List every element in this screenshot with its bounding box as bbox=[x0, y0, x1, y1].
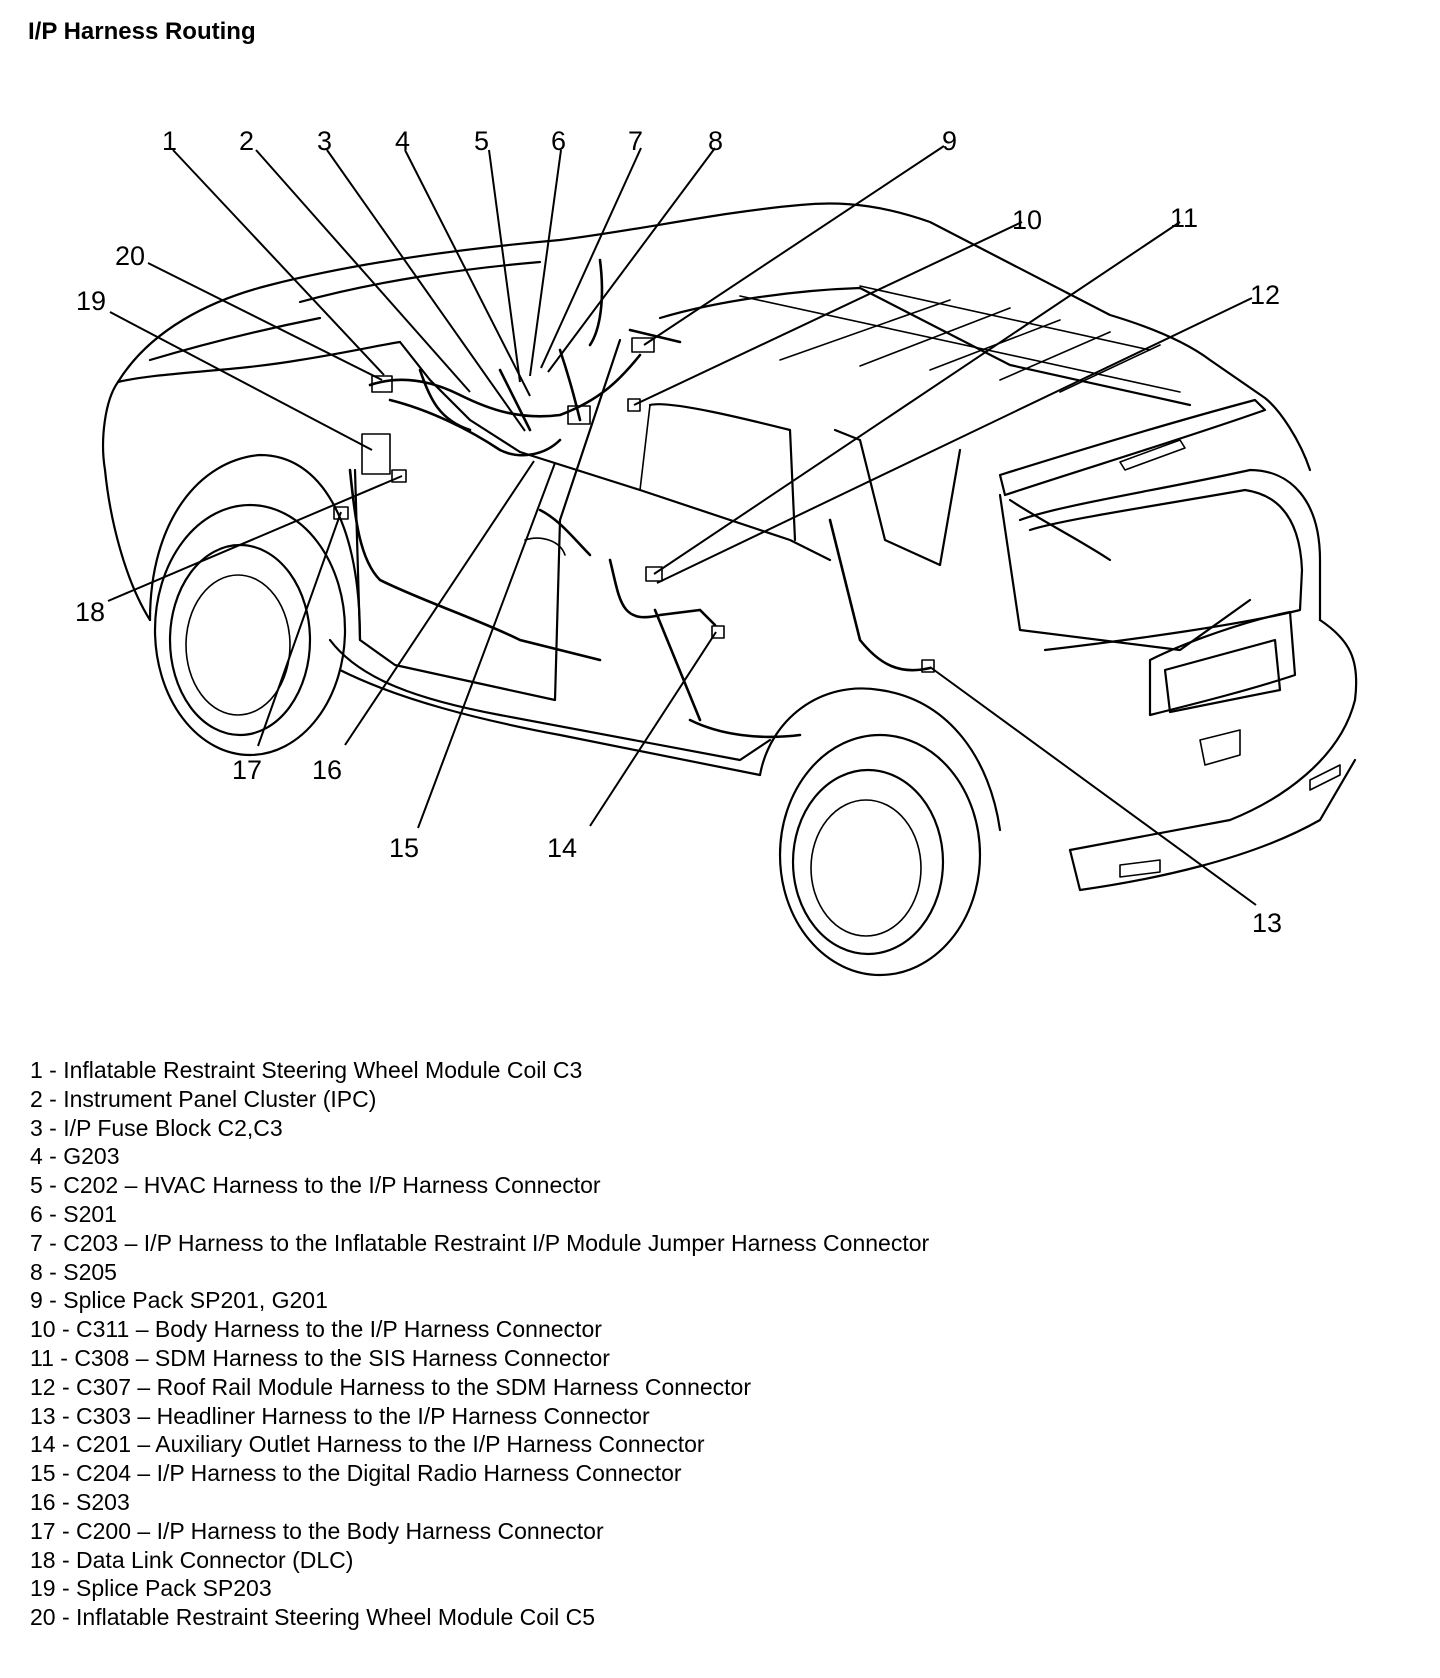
callout-10: 10 bbox=[1012, 205, 1042, 235]
legend-item: 14 - C201 – Auxiliary Outlet Harness to … bbox=[30, 1431, 705, 1458]
callout-18: 18 bbox=[75, 597, 105, 627]
legend-item: 13 - C303 – Headliner Harness to the I/P… bbox=[30, 1402, 650, 1429]
callout-3: 3 bbox=[317, 126, 332, 156]
callout-2: 2 bbox=[239, 126, 254, 156]
legend-item: 7 - C203 – I/P Harness to the Inflatable… bbox=[30, 1229, 930, 1256]
legend-item: 3 - I/P Fuse Block C2,C3 bbox=[30, 1114, 283, 1141]
callout-15: 15 bbox=[389, 833, 419, 863]
callout-14: 14 bbox=[547, 833, 577, 863]
callout-9: 9 bbox=[942, 126, 957, 156]
legend-item: 4 - G203 bbox=[30, 1143, 120, 1170]
harness-routing-diagram: 1 2 3 4 5 6 7 8 9 10 11 12 13 14 15 16 1… bbox=[75, 126, 1358, 977]
legend-list: 1 - Inflatable Restraint Steering Wheel … bbox=[30, 1056, 929, 1632]
legend-item: 2 - Instrument Panel Cluster (IPC) bbox=[30, 1085, 377, 1112]
callout-17: 17 bbox=[232, 755, 262, 785]
callout-numbers: 1 2 3 4 5 6 7 8 9 10 11 12 13 14 15 16 1… bbox=[75, 126, 1282, 938]
callout-8: 8 bbox=[708, 126, 723, 156]
legend-item: 1 - Inflatable Restraint Steering Wheel … bbox=[30, 1057, 583, 1083]
legend-item: 8 - S205 bbox=[30, 1258, 117, 1285]
callout-12: 12 bbox=[1250, 280, 1280, 310]
callout-16: 16 bbox=[312, 755, 342, 785]
legend-item: 11 - C308 – SDM Harness to the SIS Harne… bbox=[30, 1344, 610, 1371]
legend-item: 20 - Inflatable Restraint Steering Wheel… bbox=[30, 1604, 596, 1631]
callout-4: 4 bbox=[395, 126, 410, 156]
callout-7: 7 bbox=[628, 126, 643, 156]
harness-routing bbox=[333, 258, 935, 739]
callout-5: 5 bbox=[474, 126, 489, 156]
page-title: I/P Harness Routing bbox=[28, 18, 256, 45]
legend-item: 15 - C204 – I/P Harness to the Digital R… bbox=[30, 1460, 682, 1487]
callout-13: 13 bbox=[1252, 908, 1282, 938]
legend-item: 17 - C200 – I/P Harness to the Body Harn… bbox=[30, 1517, 604, 1544]
leader-lines bbox=[107, 145, 1257, 906]
legend-item: 5 - C202 – HVAC Harness to the I/P Harne… bbox=[30, 1172, 601, 1199]
callout-20: 20 bbox=[115, 241, 145, 271]
legend-item: 10 - C311 – Body Harness to the I/P Harn… bbox=[30, 1316, 602, 1343]
legend-item: 6 - S201 bbox=[30, 1200, 117, 1227]
callout-6: 6 bbox=[551, 126, 566, 156]
legend-item: 9 - Splice Pack SP201, G201 bbox=[30, 1287, 328, 1314]
callout-19: 19 bbox=[76, 286, 106, 316]
legend-item: 18 - Data Link Connector (DLC) bbox=[30, 1546, 354, 1573]
legend-item: 12 - C307 – Roof Rail Module Harness to … bbox=[30, 1373, 752, 1400]
legend-item: 16 - S203 bbox=[30, 1488, 130, 1515]
callout-1: 1 bbox=[162, 126, 177, 156]
vehicle-outline bbox=[102, 202, 1358, 977]
legend-item: 19 - Splice Pack SP203 bbox=[30, 1575, 272, 1602]
callout-11: 11 bbox=[1170, 203, 1198, 233]
